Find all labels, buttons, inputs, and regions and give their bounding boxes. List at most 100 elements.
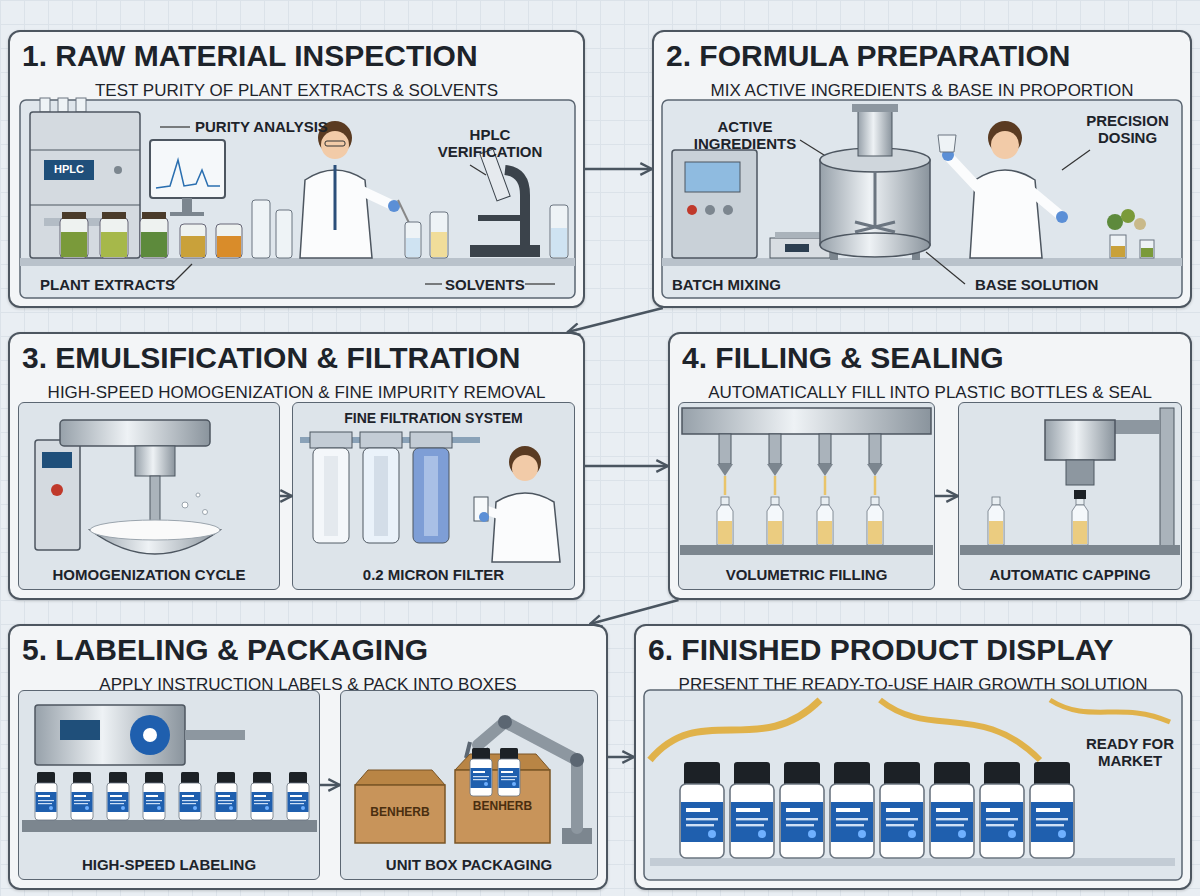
product-display-illustration-part xyxy=(730,762,774,858)
filling-illustration-part xyxy=(767,497,783,545)
stage-label: HIGH-SPEED LABELING xyxy=(23,855,315,874)
mixing-illustration-part xyxy=(1110,235,1126,258)
mixing-illustration-part xyxy=(820,148,930,172)
lab-illustration-part xyxy=(318,121,352,155)
labeling-illustration-part xyxy=(287,772,309,820)
flow-arrow xyxy=(590,600,678,624)
lab-illustration-part xyxy=(114,166,122,174)
mixing-illustration-part xyxy=(685,162,740,192)
filling-illustration-part xyxy=(819,434,831,464)
homogenizer-illustration-part xyxy=(42,452,72,468)
homogenizer-illustration-part xyxy=(90,520,220,540)
lab-illustration-part xyxy=(181,236,205,257)
filter-illustration-part xyxy=(374,456,388,536)
labeling-illustration-part xyxy=(60,720,100,740)
capping-illustration-part xyxy=(1045,420,1115,460)
stage-panel: 1. RAW MATERIAL INSPECTIONTEST PURITY OF… xyxy=(8,30,585,308)
filter-illustration-part xyxy=(509,446,541,478)
filter-illustration-part xyxy=(310,432,352,448)
panel-title: 1. RAW MATERIAL INSPECTION xyxy=(22,38,573,74)
labeling-illustration-part xyxy=(107,772,129,820)
packaging-illustration-part xyxy=(498,715,512,729)
stage-label: HOMOGENIZATION CYCLE xyxy=(23,565,275,584)
lab-illustration-part xyxy=(325,141,345,146)
labeling-illustration xyxy=(22,705,317,832)
filling-illustration-part xyxy=(717,497,733,545)
filling-illustration-part xyxy=(719,434,731,464)
lab-illustration-part xyxy=(44,218,104,226)
stage-panel: HIGH-SPEED LABELINGUNIT BOX PACKAGING5. … xyxy=(8,624,608,890)
filling-illustration xyxy=(680,408,933,555)
labeling-illustration-part xyxy=(185,730,245,740)
capping-illustration-part xyxy=(1072,497,1088,545)
filter-illustration-part xyxy=(486,510,500,515)
product-display-illustration-part xyxy=(680,762,724,858)
packaging-illustration-part xyxy=(355,785,445,843)
lab-illustration-part xyxy=(406,238,420,257)
sub-panel: FINE FILTRATION SYSTEM0.2 MICRON FILTER xyxy=(292,402,575,590)
packaging-illustration-part xyxy=(498,748,520,796)
panel-subtitle: APPLY INSTRUCTION LABELS & PACK INTO BOX… xyxy=(20,674,596,696)
lab-illustration-part xyxy=(505,170,525,245)
lab-illustration-part xyxy=(40,98,50,112)
panel-title: 2. FORMULA PREPARATION xyxy=(666,38,1180,74)
packaging-illustration-part xyxy=(466,742,490,762)
homogenizer-illustration-part xyxy=(203,510,208,515)
stage-panel: 2. FORMULA PREPARATIONMIX ACTIVE INGREDI… xyxy=(652,30,1192,308)
filling-illustration-part xyxy=(874,476,877,495)
mixing-illustration-part xyxy=(855,172,895,232)
product-display-illustration-part xyxy=(930,762,974,858)
mixing-illustration-part xyxy=(672,150,757,258)
labeling-illustration-part xyxy=(215,772,237,820)
lab-illustration-part xyxy=(300,170,372,258)
mixing-illustration-part xyxy=(1030,190,1060,215)
packaging-illustration-part xyxy=(570,753,584,767)
filter-illustration-part xyxy=(360,432,402,448)
homogenizer-illustration-part xyxy=(150,476,160,528)
lab-illustration-part xyxy=(20,100,575,298)
stage-panel: HOMOGENIZATION CYCLE FINE FILTRATION SYST… xyxy=(8,332,585,600)
homogenizer-illustration xyxy=(35,420,220,554)
product-display-illustration-part xyxy=(1050,700,1170,722)
labeling-illustration-part xyxy=(71,772,93,820)
filter-illustration-part xyxy=(313,448,349,543)
mixing-illustration-part xyxy=(1134,218,1146,230)
labeling-illustration-part xyxy=(251,772,273,820)
panel-title: 3. EMULSIFICATION & FILTRATION xyxy=(22,340,573,376)
filling-illustration-part xyxy=(682,408,931,434)
capping-illustration-part xyxy=(1160,408,1174,548)
labeling-illustration-part xyxy=(143,772,165,820)
product-display-illustration-part xyxy=(980,762,1024,858)
filling-illustration-part xyxy=(724,476,727,495)
mixing-illustration-part xyxy=(705,205,715,215)
filling-illustration-part xyxy=(869,434,881,464)
lab-illustration-part xyxy=(430,212,448,258)
lab-illustration-part xyxy=(217,236,241,257)
mixing-illustration-part xyxy=(950,158,980,190)
lab-illustration-part xyxy=(160,126,190,127)
filter-illustration-part xyxy=(424,456,438,536)
filling-illustration-part xyxy=(867,497,883,545)
panel-subtitle: HIGH-SPEED HOMOGENIZATION & FINE IMPURIT… xyxy=(20,382,573,404)
filter-illustration-part xyxy=(363,448,399,543)
stage-label: AUTOMATIC CAPPING xyxy=(963,565,1177,584)
lab-illustration-part xyxy=(551,228,567,257)
packaging-illustration-part xyxy=(562,828,592,844)
product-display-illustration-part xyxy=(830,762,874,858)
lab-illustration-part xyxy=(276,210,292,258)
lab-illustration-part xyxy=(405,222,421,258)
homogenizer-illustration-part xyxy=(182,502,188,508)
connector-group xyxy=(280,169,958,785)
flow-arrow xyxy=(320,784,340,787)
filter-illustration-part xyxy=(492,493,560,562)
product-display-illustration-part xyxy=(644,690,1182,880)
mixing-illustration-part xyxy=(938,135,956,152)
capping-illustration xyxy=(960,408,1180,555)
panel-subtitle: PRESENT THE READY-TO-USE HAIR GROWTH SOL… xyxy=(646,674,1180,696)
flow-arrow xyxy=(568,308,663,332)
mixing-illustration-part xyxy=(723,205,733,215)
filling-illustration-part xyxy=(817,497,833,545)
lab-illustration-part xyxy=(101,232,127,257)
sub-panel: HOMOGENIZATION CYCLE xyxy=(18,402,280,590)
mixing-illustration-part xyxy=(1141,248,1153,257)
